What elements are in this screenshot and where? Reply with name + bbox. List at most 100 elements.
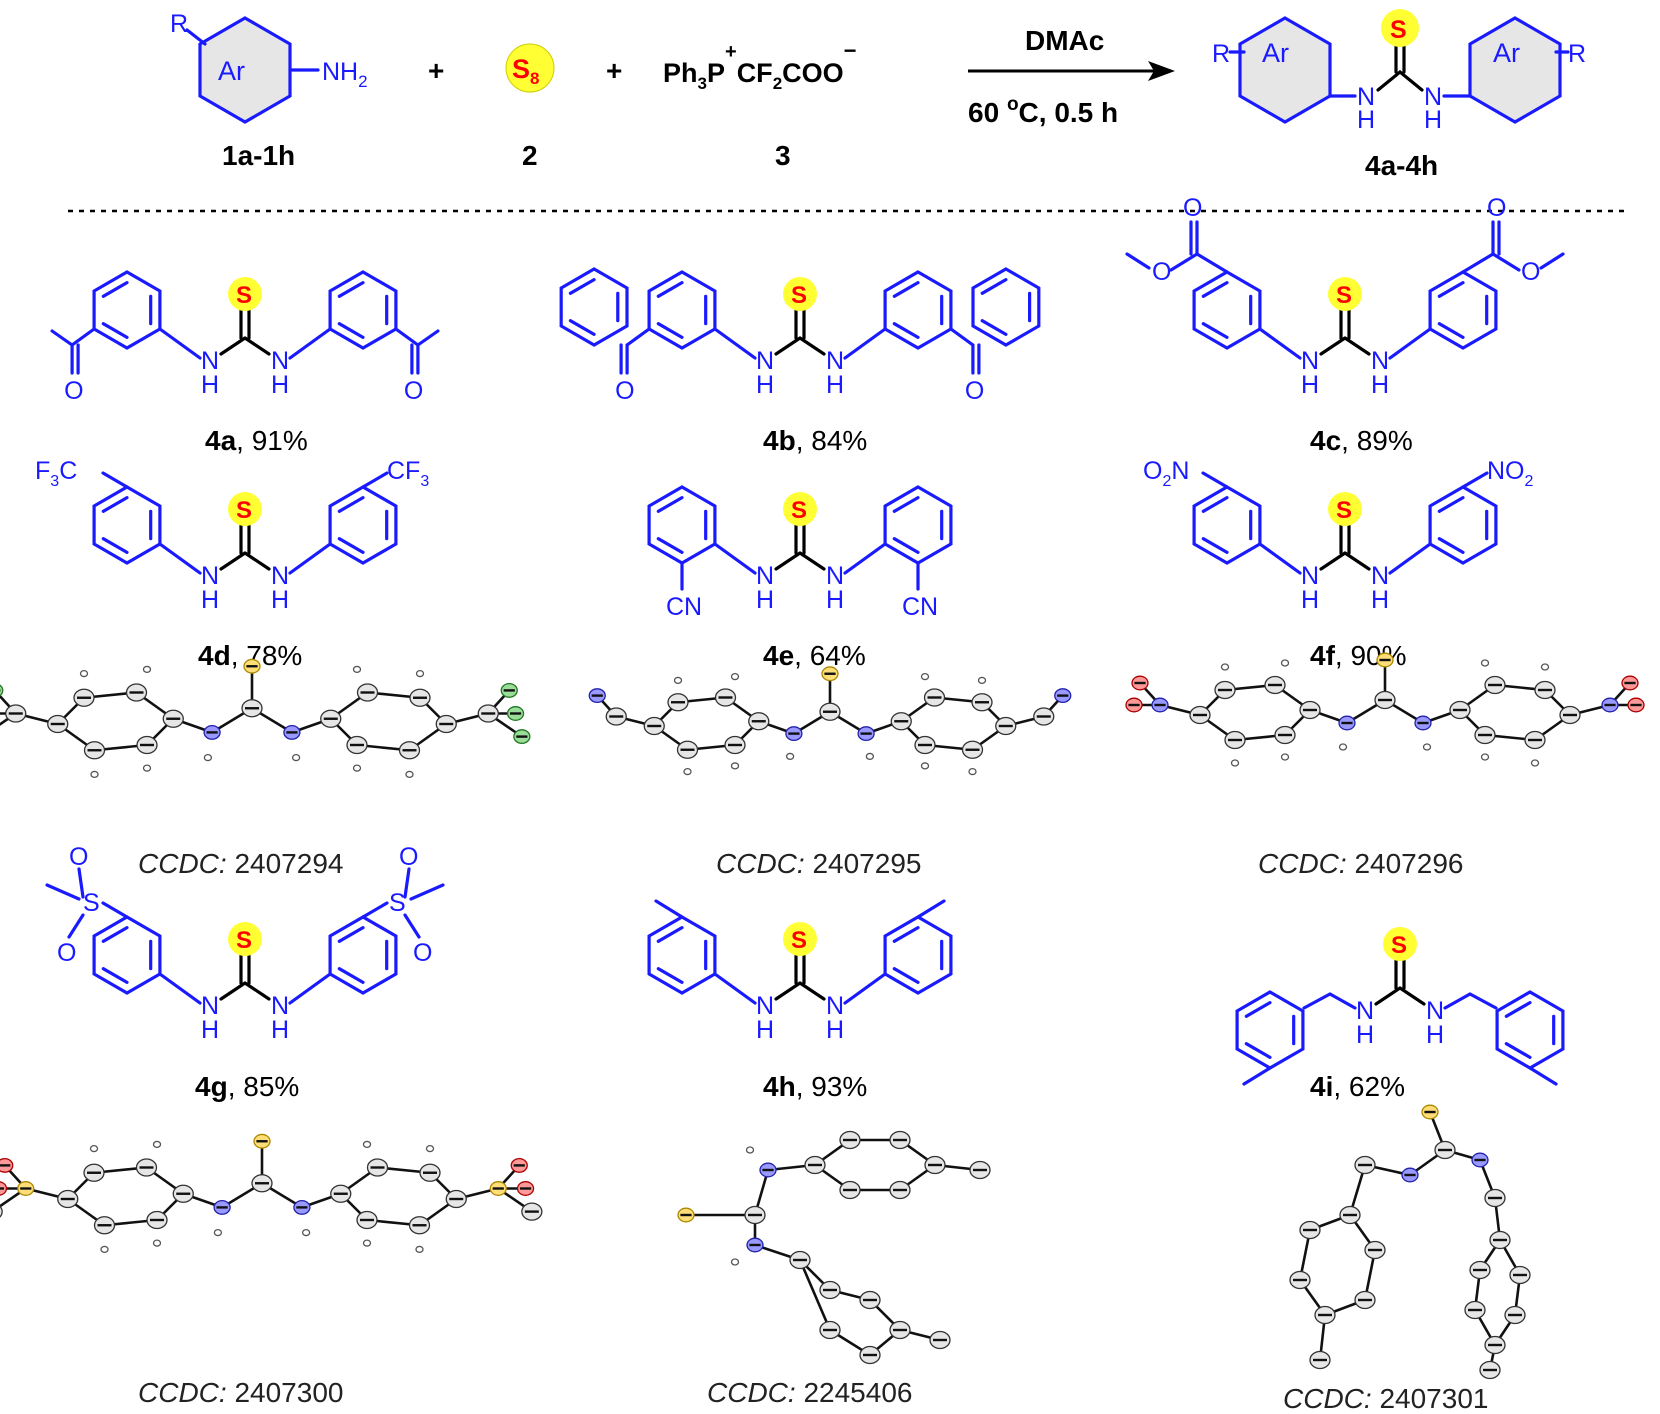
product-sulfur: S <box>1390 16 1407 44</box>
svg-text:N: N <box>201 347 219 375</box>
svg-text:H: H <box>756 586 774 614</box>
svg-text:N: N <box>1426 997 1444 1025</box>
svg-text:S: S <box>389 889 406 917</box>
svg-text:N: N <box>756 992 774 1020</box>
svg-text:N: N <box>826 562 844 590</box>
svg-text:O: O <box>404 377 423 405</box>
ortep-4g <box>0 1133 543 1254</box>
plus-sign-2: + <box>606 55 622 86</box>
ortep-4h <box>677 1130 991 1365</box>
svg-text:H: H <box>271 371 289 399</box>
svg-text:S: S <box>791 282 807 309</box>
ccdc-4f: CCDC: 2407296 <box>1258 848 1463 879</box>
reactant3-label: 3 <box>775 140 791 171</box>
svg-text:S: S <box>791 497 807 524</box>
ortep-4d <box>0 658 531 779</box>
reactant-sulfur: S8 2 <box>505 43 555 171</box>
r-right: R <box>1568 40 1586 68</box>
svg-text:O: O <box>965 377 984 405</box>
ccdc-4h: CCDC: 2245406 <box>707 1377 912 1408</box>
svg-text:H: H <box>826 1016 844 1044</box>
svg-text:O: O <box>413 939 432 967</box>
svg-text:O: O <box>1521 258 1540 286</box>
svg-text:S: S <box>236 927 252 954</box>
svg-text:N: N <box>1301 562 1319 590</box>
svg-text:O: O <box>69 843 88 871</box>
ar-left: Ar <box>1262 38 1289 68</box>
svg-text:H: H <box>756 371 774 399</box>
svg-text:H: H <box>826 586 844 614</box>
phosphonium-formula: Ph3P+CF2COO− <box>663 38 857 93</box>
svg-text:N: N <box>271 347 289 375</box>
svg-text:N: N <box>826 992 844 1020</box>
label-4i: 4i, 62% <box>1310 1071 1405 1102</box>
svg-text:S: S <box>1336 282 1352 309</box>
svg-text:N: N <box>1371 347 1389 375</box>
svg-text:N: N <box>826 347 844 375</box>
compound-labels: 4a, 91% 4b, 84% 4c, 89% 4d, 78% 4e, 64% … <box>195 425 1413 1102</box>
svg-text:H: H <box>201 586 219 614</box>
reaction-arrow: DMAc 60 oC, 0.5 h <box>968 25 1175 128</box>
label-4c: 4c, 89% <box>1310 425 1413 456</box>
product-label: 4a-4h <box>1365 150 1438 181</box>
svg-text:S: S <box>236 282 252 309</box>
ar-label: Ar <box>218 56 245 86</box>
svg-text:H: H <box>826 371 844 399</box>
reaction-scheme: Ar R NH2 1a-1h + S8 2 + Ph3P+CF2COO− 3 D… <box>170 9 1586 181</box>
label-4d: 4d, 78% <box>198 640 302 671</box>
crystal-structures <box>0 652 1645 1380</box>
label-4b: 4b, 84% <box>763 425 867 456</box>
reactant-phosphonium: Ph3P+CF2COO− 3 <box>663 38 857 171</box>
svg-text:S: S <box>791 927 807 954</box>
svg-text:S: S <box>1336 497 1352 524</box>
ortep-4f <box>1125 652 1645 767</box>
svg-text:N: N <box>201 562 219 590</box>
svg-text:N: N <box>201 992 219 1020</box>
svg-text:H: H <box>756 1016 774 1044</box>
svg-text:S: S <box>83 889 100 917</box>
svg-text:O2N: O2N <box>1143 457 1189 490</box>
plus-sign-1: + <box>428 55 444 86</box>
svg-text:N: N <box>1356 997 1374 1025</box>
svg-text:O: O <box>399 843 418 871</box>
svg-text:O: O <box>1487 194 1506 222</box>
svg-text:H: H <box>271 1016 289 1044</box>
svg-text:O: O <box>1183 194 1202 222</box>
svg-text:CN: CN <box>666 593 702 621</box>
svg-text:CF3: CF3 <box>387 457 429 490</box>
svg-text:H: H <box>1301 371 1319 399</box>
svg-text:H: H <box>201 1016 219 1044</box>
svg-text:S: S <box>236 497 252 524</box>
conditions-label: 60 oC, 0.5 h <box>968 94 1118 128</box>
svg-text:N: N <box>1371 562 1389 590</box>
svg-text:F3C: F3C <box>35 457 77 490</box>
product-thiourea: Ar Ar R R N H S N H 4a-4h <box>1212 9 1586 181</box>
ccdc-labels: CCDC: 2407294 CCDC: 2407295 CCDC: 240729… <box>138 848 1488 1414</box>
reactant-aniline: Ar R NH2 1a-1h <box>170 10 368 171</box>
solvent-label: DMAc <box>1025 25 1104 56</box>
svg-text:H: H <box>1301 586 1319 614</box>
label-4f: 4f, 90% <box>1310 640 1407 671</box>
svg-text:O: O <box>64 377 83 405</box>
ortep-4e <box>588 666 1072 776</box>
svg-text:NO2: NO2 <box>1487 457 1534 490</box>
ccdc-4d: CCDC: 2407294 <box>138 848 343 879</box>
h-left: H <box>1357 106 1375 134</box>
amine-label: NH2 <box>322 58 368 91</box>
nh-right: N <box>1424 83 1442 111</box>
svg-text:N: N <box>271 992 289 1020</box>
label-4e: 4e, 64% <box>763 640 866 671</box>
label-4g: 4g, 85% <box>195 1071 299 1102</box>
svg-text:O: O <box>615 377 634 405</box>
ccdc-4e: CCDC: 2407295 <box>716 848 921 879</box>
ccdc-4i: CCDC: 2407301 <box>1283 1383 1488 1414</box>
svg-text:S: S <box>1391 932 1407 959</box>
